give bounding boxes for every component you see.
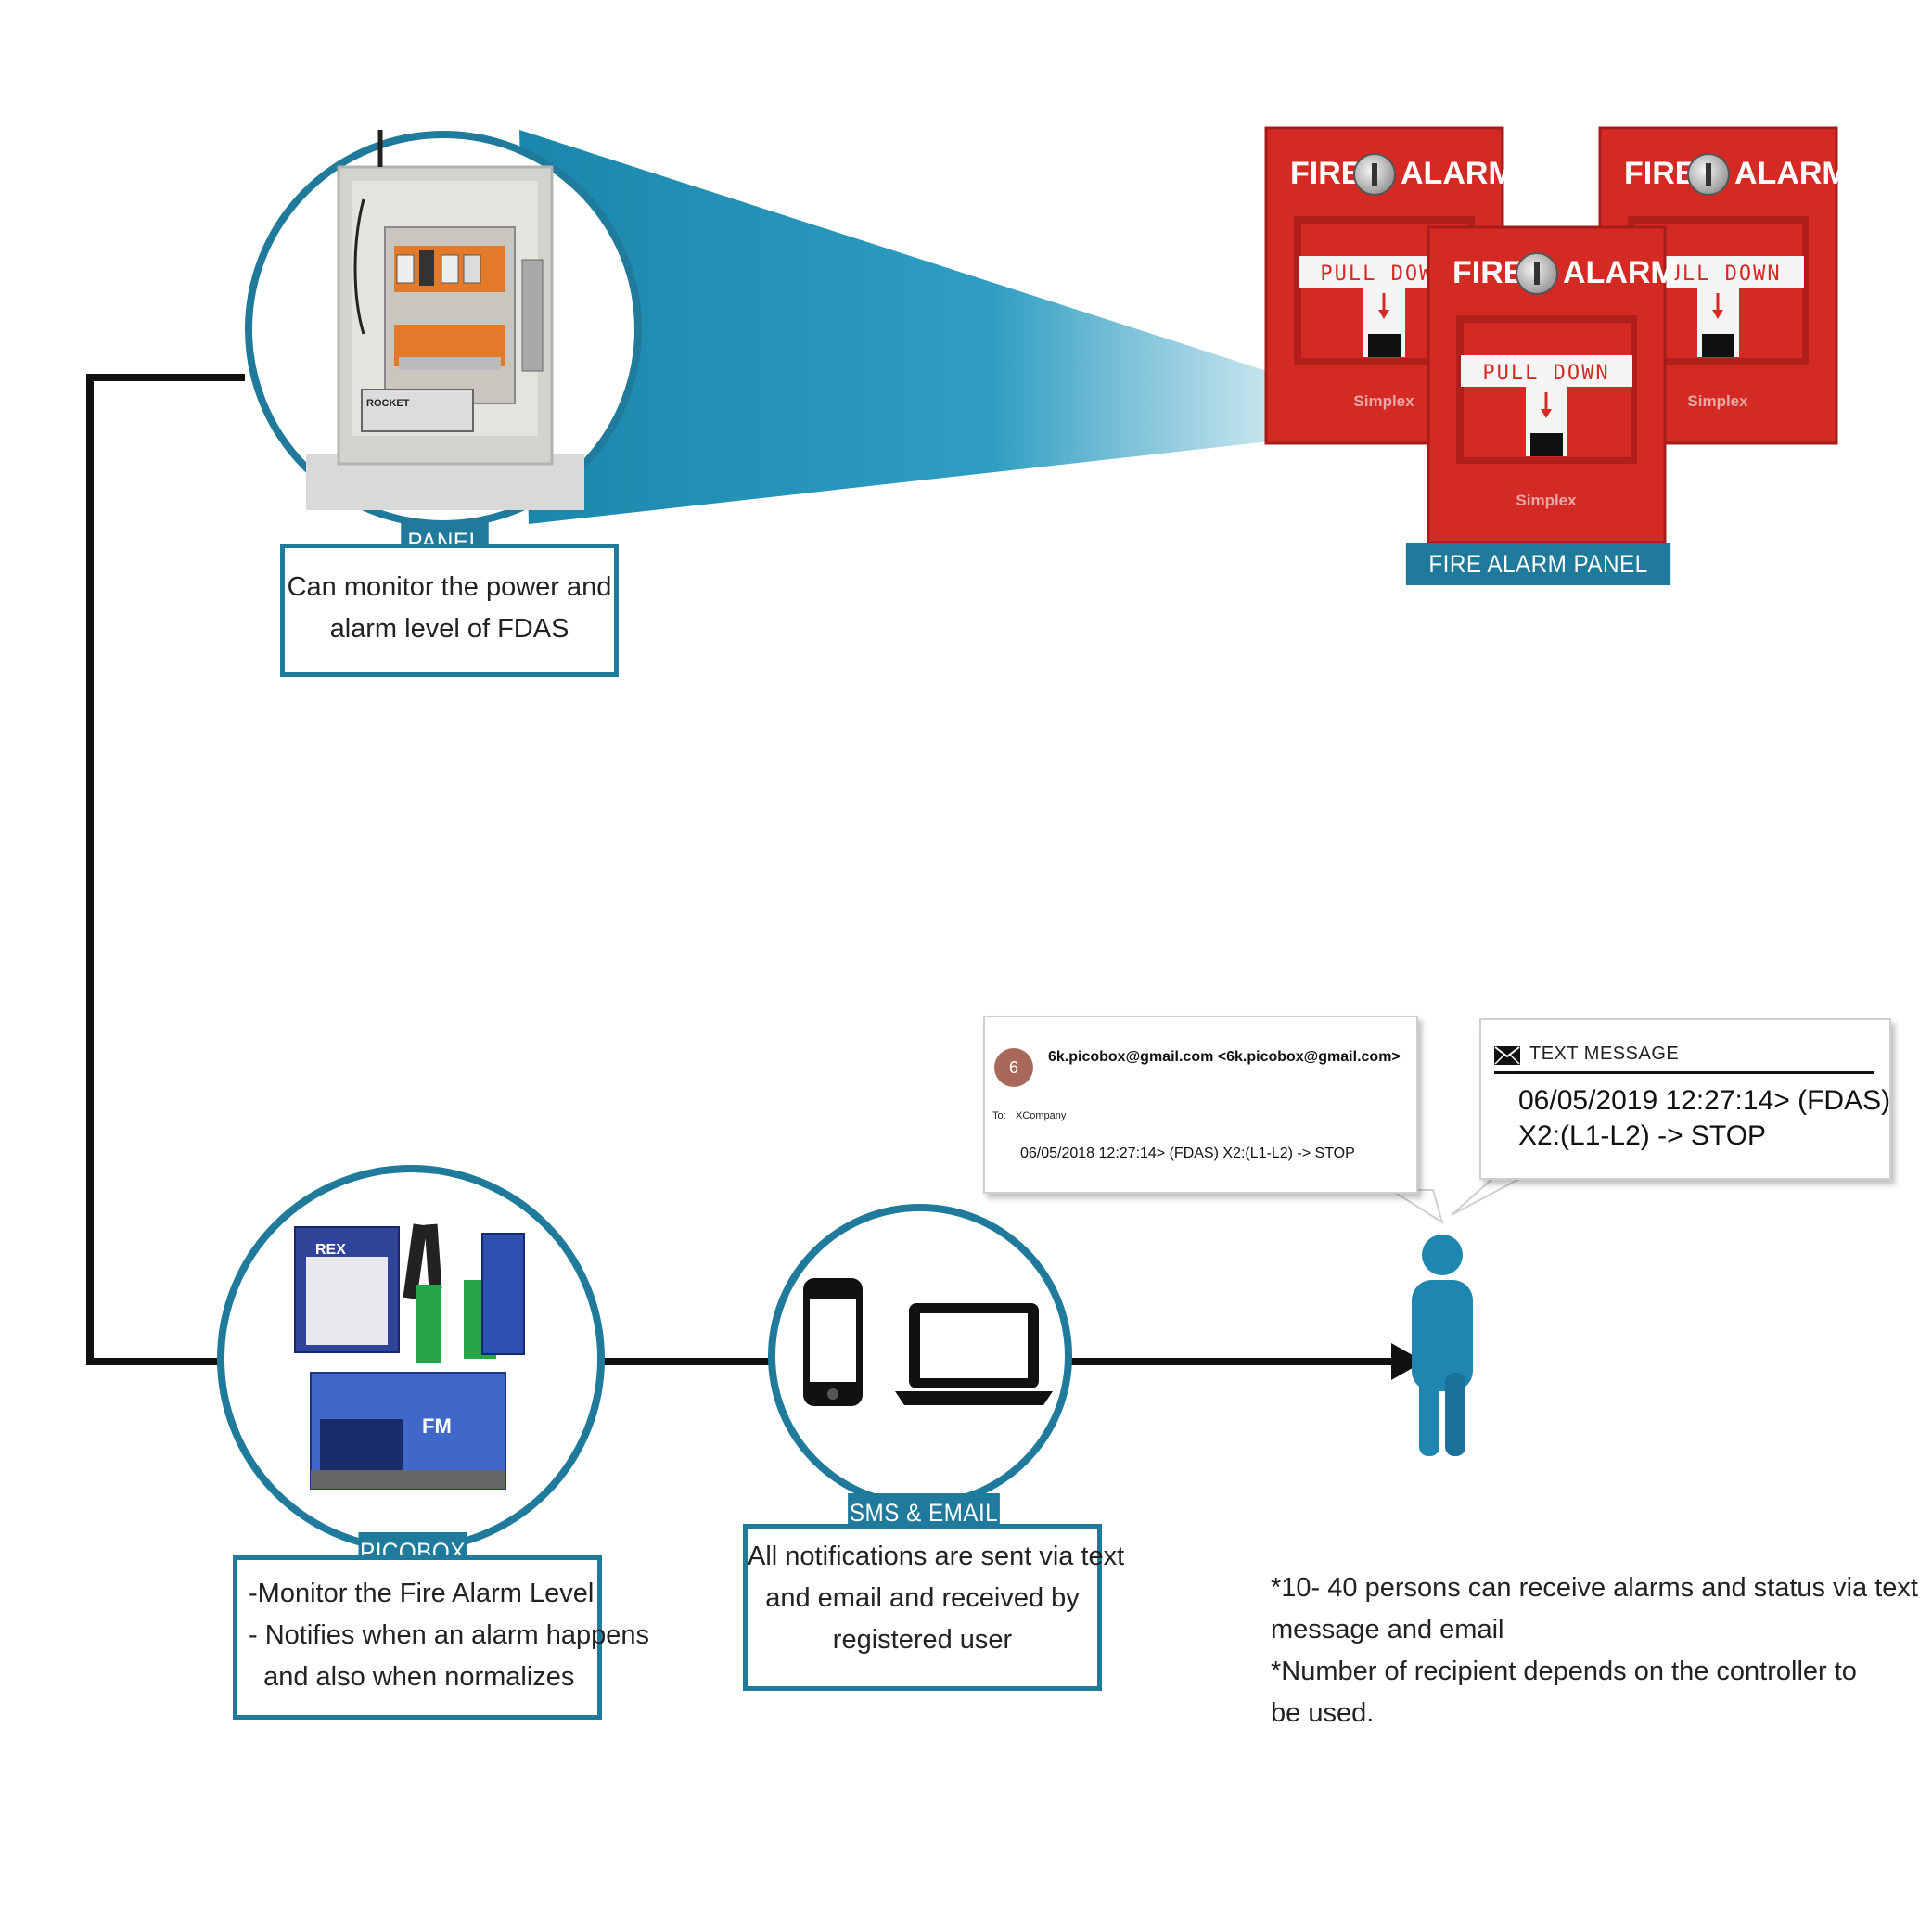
text-message-title: TEXT MESSAGE xyxy=(1529,1043,1680,1064)
station-pull-text: PULL DOWN xyxy=(1654,262,1781,286)
text-message-divider xyxy=(1494,1071,1874,1074)
sms-desc-line-2: and email and received by xyxy=(765,1583,1080,1613)
user-person-icon xyxy=(1412,1235,1473,1456)
email-body: 06/05/2018 12:27:14> (FDAS) X2:(L1-L2) -… xyxy=(1020,1145,1355,1161)
picobox-description: -Monitor the Fire Alarm Level - Notifies… xyxy=(233,1555,650,1720)
note-line-3: *Number of recipient depends on the cont… xyxy=(1271,1657,1857,1686)
devices-photo xyxy=(768,1204,1072,1508)
picobox-photo: REX FM xyxy=(217,1165,605,1553)
fire-alarm-panel-tab-label: FIRE ALARM PANEL xyxy=(1405,543,1671,585)
email-notification-bubble: 6 6k.picobox@gmail.com <6k.picobox@gmail… xyxy=(983,1016,1418,1194)
panel-description: Can monitor the power and alarm level of… xyxy=(280,544,619,677)
station-fire-text: FIRE xyxy=(1290,156,1362,191)
sms-desc-line-1: All notifications are sent via text xyxy=(748,1542,1125,1571)
picobox-desc-line-1: -Monitor the Fire Alarm Level xyxy=(249,1579,595,1608)
email-from: 6k.picobox@gmail.com <6k.picobox@gmail.c… xyxy=(1048,1049,1401,1065)
text-message-bubble: TEXT MESSAGE 06/05/2019 12:27:14> (FDAS)… xyxy=(1479,1018,1891,1180)
station-fire-text: FIRE xyxy=(1624,156,1695,191)
station-alarm-text: ALARM xyxy=(1734,156,1849,191)
sms-desc-line-3: registered user xyxy=(832,1625,1013,1655)
station-alarm-text: ALARM xyxy=(1401,156,1515,191)
connection-lines xyxy=(86,374,1396,1365)
fire-alarm-station-3: FIRE ALARM PULL DOWN Simplex xyxy=(1427,225,1677,544)
envelope-icon xyxy=(1494,1046,1520,1065)
picobox-desc-line-3: and also when normalizes xyxy=(249,1662,575,1692)
zoom-beam xyxy=(519,130,1382,524)
station-brand-text: Simplex xyxy=(1353,392,1414,410)
station-pull-text: PULL DOWN xyxy=(1320,262,1447,286)
station-alarm-text: ALARM xyxy=(1563,255,1677,290)
email-to-label: To: xyxy=(992,1110,1006,1121)
panel-photo: ROCKET xyxy=(245,130,642,528)
note-line-4: be used. xyxy=(1271,1698,1375,1728)
arrow-head xyxy=(1391,1343,1424,1380)
note-line-2: message and email xyxy=(1271,1615,1504,1644)
text-message-line-1: 06/05/2019 12:27:14> (FDAS) xyxy=(1518,1085,1891,1116)
station-pull-text: PULL DOWN xyxy=(1482,362,1609,385)
sms-email-description: All notifications are sent via text and … xyxy=(743,1524,1125,1691)
panel-desc-line-2: alarm level of FDAS xyxy=(329,614,569,644)
note-line-1: *10- 40 persons can receive alarms and s… xyxy=(1271,1573,1918,1603)
email-avatar: 6 xyxy=(994,1048,1033,1087)
fm-device-label: FM xyxy=(422,1414,452,1438)
rex-device-label: REX xyxy=(315,1242,346,1258)
text-message-line-2: X2:(L1-L2) -> STOP xyxy=(1518,1120,1767,1151)
email-to-value: XCompany xyxy=(1016,1110,1067,1121)
panel-desc-line-1: Can monitor the power and xyxy=(287,572,612,602)
panel-to-picobox-line xyxy=(86,374,245,1365)
station-fire-text: FIRE xyxy=(1452,255,1524,290)
picobox-desc-line-2: - Notifies when an alarm happens xyxy=(249,1620,650,1650)
station-brand-text: Simplex xyxy=(1687,392,1748,410)
station-brand-text: Simplex xyxy=(1516,492,1577,509)
svg-text:ROCKET: ROCKET xyxy=(366,398,410,409)
